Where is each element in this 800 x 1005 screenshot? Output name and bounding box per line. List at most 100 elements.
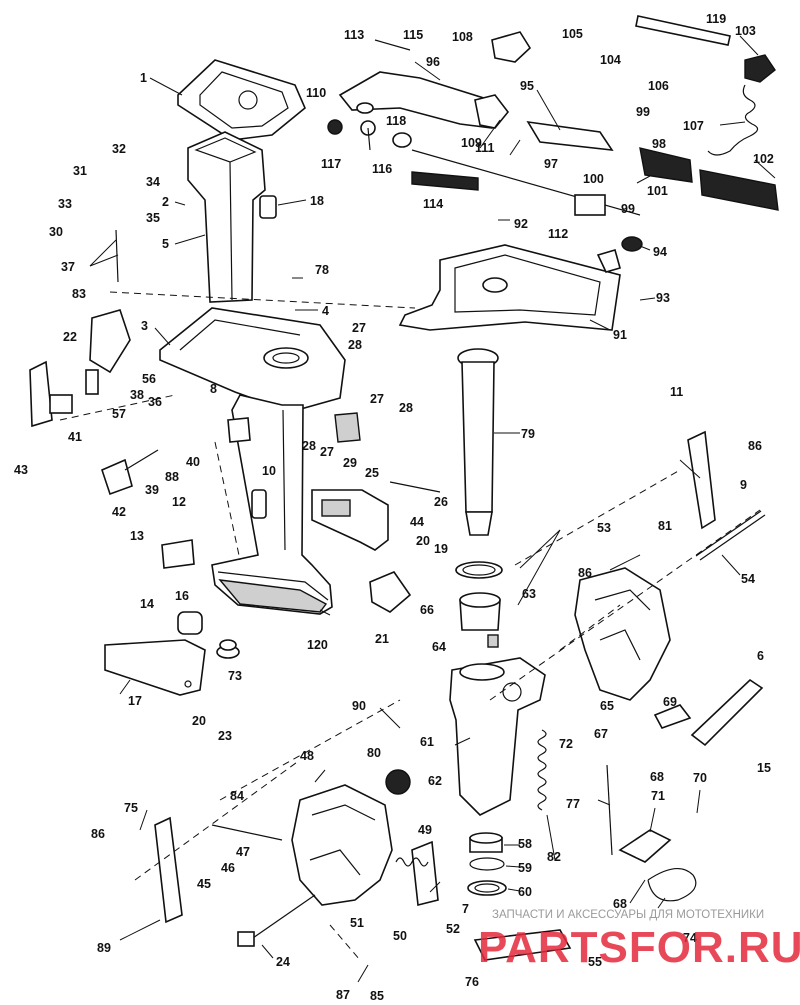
steering-tube-part [457, 348, 499, 536]
callout-95: 95 [520, 79, 534, 93]
callout-102: 102 [753, 152, 774, 166]
callout-63: 63 [522, 587, 536, 601]
callout-32: 32 [112, 142, 126, 156]
callout-37: 37 [61, 260, 75, 274]
callout-40: 40 [186, 455, 200, 469]
callout-118: 118 [386, 114, 406, 128]
callout-28b: 28 [399, 401, 413, 415]
callout-103: 103 [735, 24, 756, 38]
latch-bracket-part [311, 489, 389, 551]
grommet-part [216, 639, 240, 659]
callout-21: 21 [375, 632, 389, 646]
callout-99a: 99 [636, 105, 650, 119]
callout-64: 64 [432, 640, 446, 654]
swivel-bracket-part [398, 244, 621, 331]
callout-27b: 27 [370, 392, 384, 406]
callout-57: 57 [112, 407, 126, 421]
callout-41: 41 [68, 430, 82, 444]
callout-19: 19 [434, 542, 448, 556]
callout-81: 81 [658, 519, 672, 533]
callout-50: 50 [393, 929, 407, 943]
callout-90: 90 [352, 699, 366, 713]
callout-92: 92 [514, 217, 528, 231]
callout-27c: 27 [320, 445, 334, 459]
callout-6: 6 [757, 649, 764, 663]
callout-9: 9 [740, 478, 747, 492]
callout-71: 71 [651, 789, 665, 803]
callout-119: 119 [706, 12, 726, 26]
callout-30: 30 [49, 225, 63, 239]
callout-labels: 1 2 3 4 5 6 7 8 9 10 11 12 13 14 15 16 1… [14, 12, 774, 1003]
bushing-rings-part [467, 832, 507, 896]
callout-108: 108 [452, 30, 473, 44]
callout-111: 111 [475, 141, 495, 155]
leader-lines [89, 35, 776, 983]
callout-11: 11 [670, 385, 683, 399]
callout-24: 24 [276, 955, 290, 969]
callout-38: 38 [130, 388, 144, 402]
callout-115: 115 [403, 28, 423, 42]
callout-74: 74 [683, 931, 697, 945]
spring-bushing-part [334, 412, 361, 443]
callout-51: 51 [350, 916, 364, 930]
callout-18: 18 [310, 194, 324, 208]
callout-28a: 28 [348, 338, 362, 352]
callout-3: 3 [141, 319, 148, 333]
callout-48: 48 [300, 749, 314, 763]
callout-76: 76 [465, 975, 479, 989]
callout-79: 79 [521, 427, 535, 441]
callout-25: 25 [365, 466, 379, 480]
driveshaft-housing-part [211, 394, 333, 615]
callout-35: 35 [146, 211, 160, 225]
callout-36: 36 [148, 395, 162, 409]
tilt-link-part [154, 430, 716, 924]
callout-107: 107 [683, 119, 704, 133]
callout-85: 85 [370, 989, 384, 1003]
callout-67: 67 [594, 727, 608, 741]
callout-96: 96 [426, 55, 440, 69]
callout-29: 29 [343, 456, 357, 470]
callout-86a: 86 [748, 439, 762, 453]
callout-5: 5 [162, 237, 169, 251]
tiller-arm-part [338, 71, 510, 129]
callout-80: 80 [367, 746, 381, 760]
callout-109: 109 [461, 136, 482, 150]
callout-117: 117 [321, 157, 341, 171]
callout-100: 100 [583, 172, 604, 186]
callout-47: 47 [236, 845, 250, 859]
callout-68a: 68 [650, 770, 664, 784]
clamp-part [369, 571, 412, 613]
callout-20b: 20 [192, 714, 206, 728]
callout-106: 106 [648, 79, 669, 93]
callout-78: 78 [315, 263, 329, 277]
callout-8: 8 [210, 382, 217, 396]
stern-bracket-left-part [291, 784, 393, 906]
callout-113: 113 [344, 28, 364, 42]
callout-28c: 28 [302, 439, 316, 453]
callout-39: 39 [145, 483, 159, 497]
callout-94: 94 [653, 245, 667, 259]
callout-56: 56 [142, 372, 156, 386]
watermark: ЗАПЧАСТИ И АКСЕССУАРЫ ДЛЯ МОТОТЕХНИКИ PA… [478, 909, 800, 972]
callout-72: 72 [559, 737, 573, 751]
callout-43: 43 [14, 463, 28, 477]
steering-bushing-part [455, 561, 503, 648]
callout-20a: 20 [416, 534, 430, 548]
callout-17: 17 [128, 694, 142, 708]
callout-52: 52 [446, 922, 460, 936]
callout-87: 87 [336, 988, 350, 1002]
callout-49: 49 [418, 823, 432, 837]
callout-86c: 86 [91, 827, 105, 841]
callout-13: 13 [130, 529, 144, 543]
callout-45: 45 [197, 877, 211, 891]
callout-112: 112 [548, 227, 568, 241]
callout-2: 2 [162, 195, 169, 209]
callout-99b: 99 [621, 202, 635, 216]
callout-65: 65 [600, 699, 614, 713]
callout-114: 114 [423, 197, 443, 211]
callout-69: 69 [663, 695, 677, 709]
watermark-caption: ЗАПЧАСТИ И АКСЕССУАРЫ ДЛЯ МОТОТЕХНИКИ [492, 909, 764, 921]
callout-14: 14 [140, 597, 154, 611]
callout-15: 15 [757, 761, 771, 775]
